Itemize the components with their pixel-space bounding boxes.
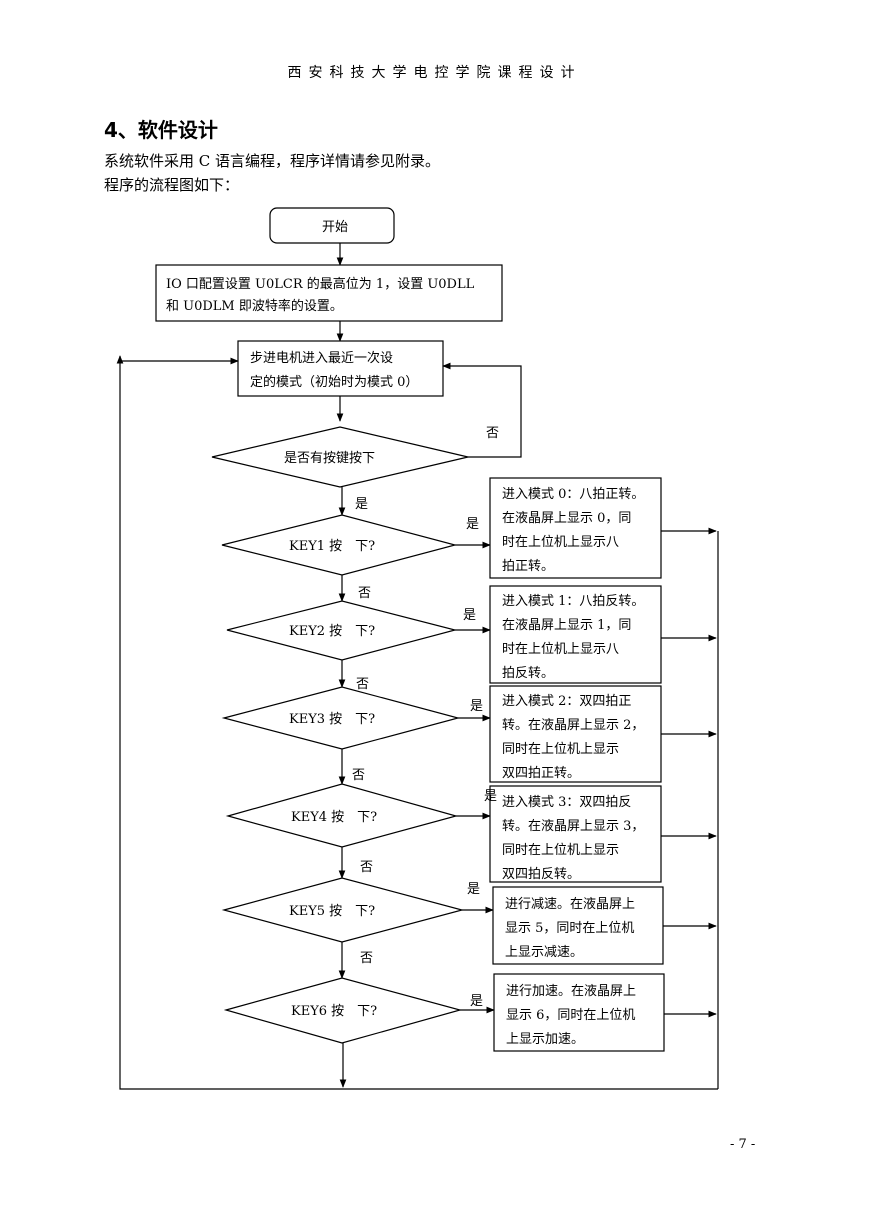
section-title: 4、软件设计 (104, 118, 218, 142)
key4-action-box (489, 785, 662, 883)
page-number: - 7 - (730, 1137, 756, 1152)
key4-action-line: 同时在上位机上显示 (502, 843, 619, 858)
key2-action-line: 时在上位机上显示八 (502, 642, 619, 657)
yes-label-key6: 是 (470, 994, 483, 1009)
flowchart-intro: 程序的流程图如下： (104, 176, 240, 194)
key1-action-line: 进入模式 0：八拍正转。 (502, 487, 644, 502)
yes-label-key3: 是 (470, 699, 483, 714)
key1-action-box (489, 477, 662, 579)
key3-action-line: 同时在上位机上显示 (502, 742, 619, 757)
no-label-key1: 否 (358, 586, 371, 601)
no-label-key4: 否 (360, 860, 373, 875)
yes-label-key5: 是 (467, 882, 480, 897)
key5-action-line: 显示 5，同时在上位机 (505, 921, 634, 936)
no-label-loop: 否 (486, 426, 499, 441)
run-mode-box (237, 340, 444, 397)
key1-label: KEY1 按 下? (289, 539, 375, 554)
key4-label: KEY4 按 下? (291, 810, 377, 825)
key6-action-line: 显示 6，同时在上位机 (506, 1008, 635, 1023)
key6-action-box (493, 973, 665, 1052)
no-label-key2: 否 (356, 677, 369, 692)
run-line2: 定的模式（初始时为模式 0） (250, 374, 418, 390)
no-label-key5: 否 (360, 951, 373, 966)
key4-action-line: 进入模式 3：双四拍反 (502, 795, 631, 810)
key2-action-box (489, 585, 662, 684)
key2-action-line: 拍反转。 (502, 666, 554, 681)
key5-action-box (492, 886, 664, 965)
init-box (155, 264, 503, 322)
key2-action-line: 在液晶屏上显示 1，同 (502, 618, 631, 633)
run-line1: 步进电机进入最近一次设 (250, 350, 393, 366)
key3-action-line: 转。在液晶屏上显示 2， (502, 718, 644, 733)
key3-action-line: 双四拍正转。 (502, 766, 580, 781)
intro-paragraph: 系统软件采用 C 语言编程，程序详情请参见附录。 (104, 152, 441, 170)
key4-action-line: 转。在液晶屏上显示 3， (502, 819, 644, 834)
key6-action-line: 上显示加速。 (506, 1032, 584, 1047)
decision-chain (221, 477, 717, 1088)
yes-label-key2: 是 (463, 608, 476, 623)
page-header: 西安科技大学电控学院课程设计 (287, 65, 582, 81)
init-line2: 和 U0DLM 即波特率的设置。 (166, 298, 343, 314)
key5-action-line: 进行减速。在液晶屏上 (505, 897, 635, 912)
key6-action-line: 进行加速。在液晶屏上 (506, 984, 636, 999)
key2-action-line: 进入模式 1：八拍反转。 (502, 594, 644, 609)
key4-action-line: 双四拍反转。 (502, 867, 580, 882)
yes-label-key4: 是 (484, 789, 497, 804)
key1-action-line: 拍正转。 (502, 559, 554, 574)
start-label: 开始 (322, 220, 348, 235)
yes-label-key1: 是 (466, 517, 479, 532)
key3-label: KEY3 按 下? (289, 712, 375, 727)
yes-label-check: 是 (355, 497, 368, 512)
key3-action-box (489, 685, 662, 783)
key-check-label: 是否有按键按下 (284, 451, 375, 466)
key1-action-line: 时在上位机上显示八 (502, 535, 619, 550)
start-node (269, 207, 395, 244)
key2-label: KEY2 按 下? (289, 624, 375, 639)
key1-action-line: 在液晶屏上显示 0，同 (502, 511, 631, 526)
init-line1: IO 口配置设置 U0LCR 的最高位为 1，设置 U0DLL (166, 276, 475, 292)
key5-label: KEY5 按 下? (289, 904, 375, 919)
key6-label: KEY6 按 下? (291, 1004, 377, 1019)
key3-action-line: 进入模式 2：双四拍正 (502, 694, 631, 709)
no-label-key3: 否 (352, 768, 365, 783)
key5-action-line: 上显示减速。 (505, 945, 583, 960)
